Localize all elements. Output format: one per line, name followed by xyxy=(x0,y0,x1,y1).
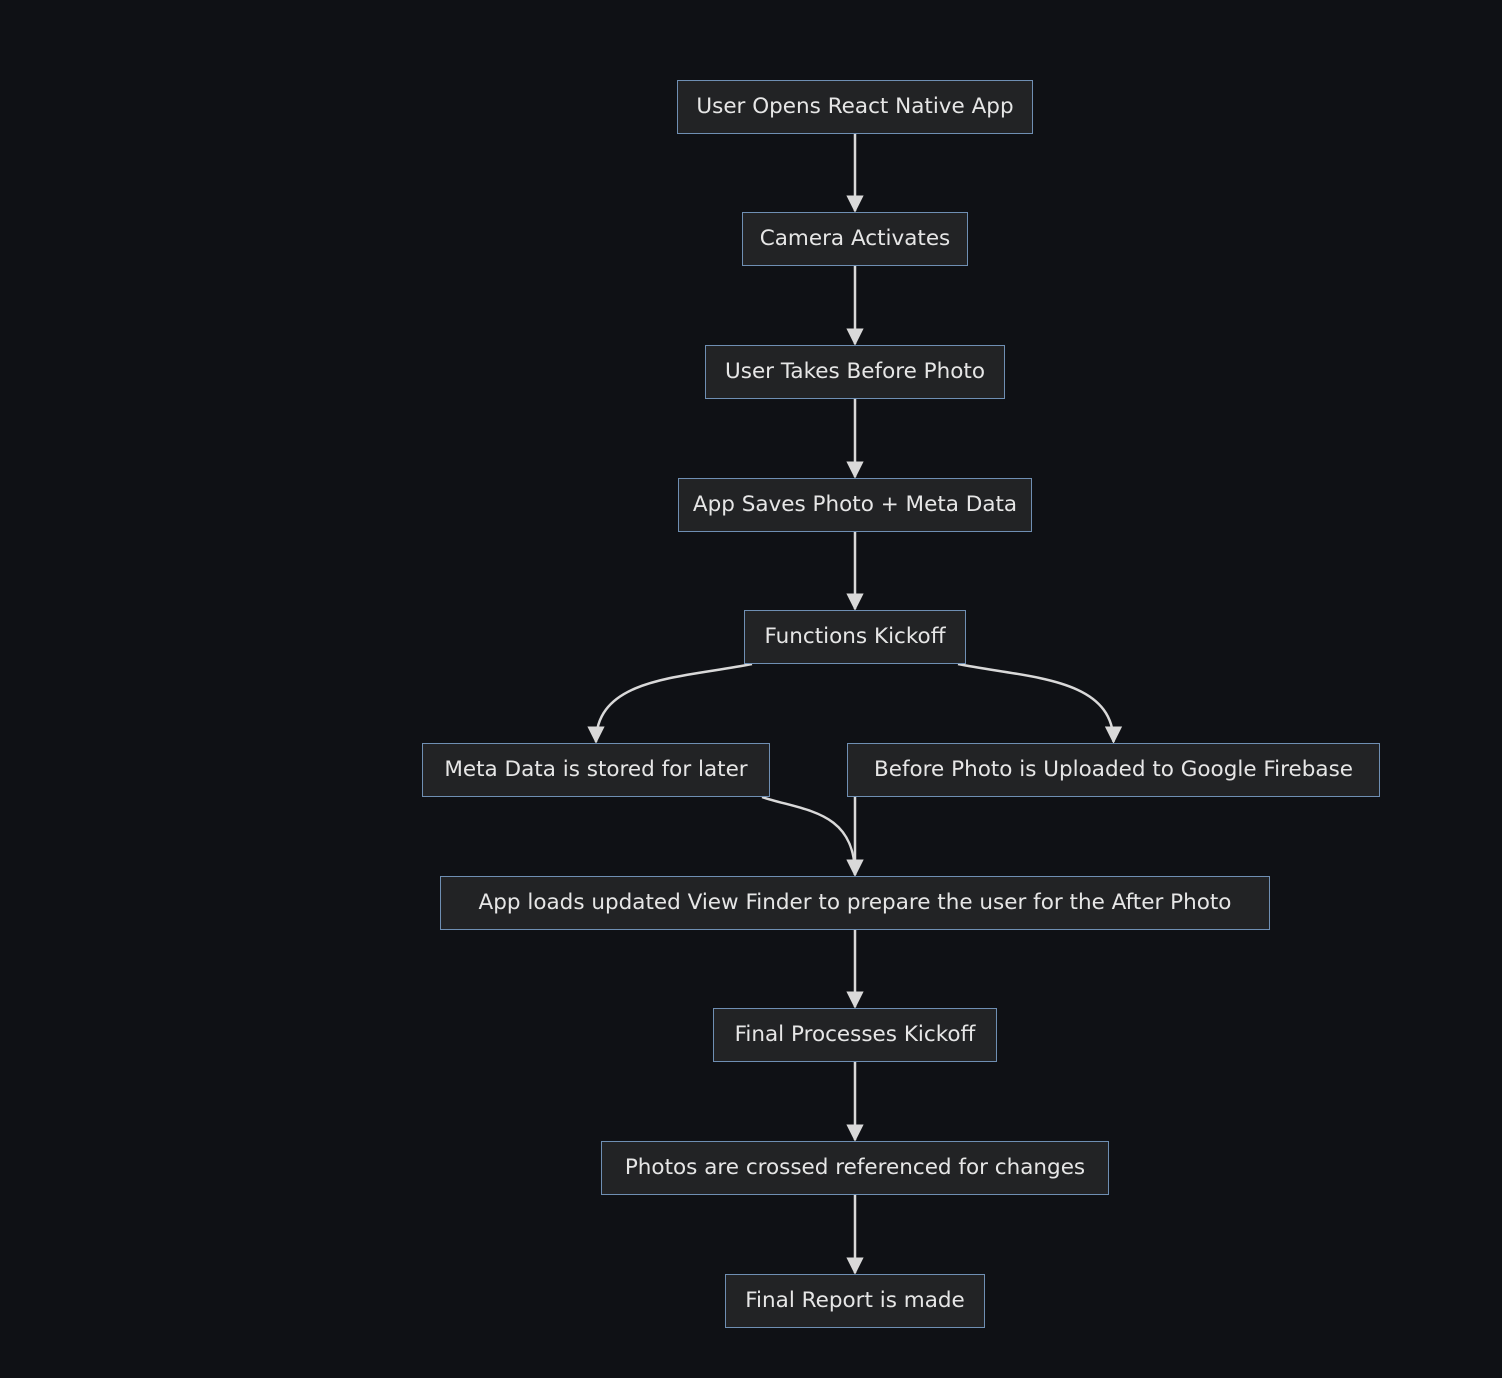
node-label: Functions Kickoff xyxy=(764,624,946,650)
node-functions-kickoff: Functions Kickoff xyxy=(744,610,966,664)
node-label: Final Processes Kickoff xyxy=(734,1022,976,1048)
node-view-finder-updated: App loads updated View Finder to prepare… xyxy=(440,876,1270,930)
node-app-saves-photo: App Saves Photo + Meta Data xyxy=(678,478,1032,532)
node-label: Final Report is made xyxy=(745,1288,965,1314)
edge-n5-to-n6 xyxy=(587,662,753,744)
node-label: App Saves Photo + Meta Data xyxy=(692,492,1018,518)
node-camera-activates: Camera Activates xyxy=(742,212,968,266)
node-label: Camera Activates xyxy=(759,226,951,252)
node-label: Meta Data is stored for later xyxy=(444,757,748,783)
edge-n5-to-n7 xyxy=(957,662,1123,744)
node-final-processes-kickoff: Final Processes Kickoff xyxy=(713,1008,997,1062)
node-photo-uploaded-firebase: Before Photo is Uploaded to Google Fireb… xyxy=(847,743,1380,797)
edge-n6-to-n8 xyxy=(761,795,864,877)
node-photos-cross-referenced: Photos are crossed referenced for change… xyxy=(601,1141,1109,1195)
node-meta-data-stored: Meta Data is stored for later xyxy=(422,743,770,797)
node-label: Photos are crossed referenced for change… xyxy=(624,1155,1086,1181)
node-label: App loads updated View Finder to prepare… xyxy=(478,890,1232,916)
node-label: User Opens React Native App xyxy=(696,94,1014,120)
node-user-opens-app: User Opens React Native App xyxy=(677,80,1033,134)
node-final-report: Final Report is made xyxy=(725,1274,985,1328)
node-user-takes-before-photo: User Takes Before Photo xyxy=(705,345,1005,399)
node-label: Before Photo is Uploaded to Google Fireb… xyxy=(873,757,1354,783)
node-label: User Takes Before Photo xyxy=(725,359,985,385)
